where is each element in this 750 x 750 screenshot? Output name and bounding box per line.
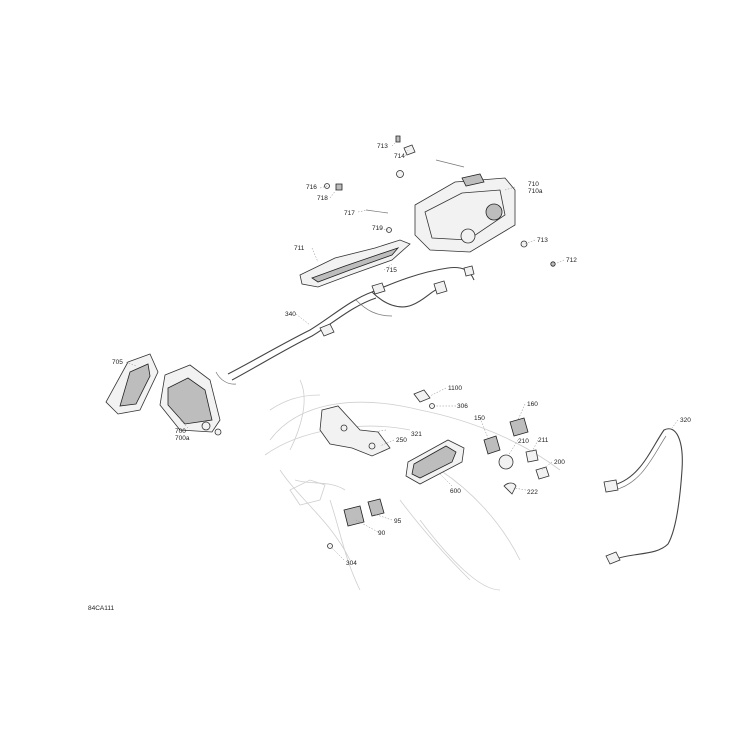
- callout-713-right: 713: [537, 237, 548, 244]
- parts-90-95: [327, 498, 385, 549]
- callout-717: 717: [344, 210, 355, 217]
- callout-150: 150: [474, 415, 485, 422]
- callout-222: 222: [527, 489, 538, 496]
- switches-150-160: [483, 417, 550, 495]
- callout-700a: 700a: [175, 435, 190, 442]
- callout-210: 210: [518, 438, 529, 445]
- callout-715: 715: [386, 267, 397, 274]
- callout-711: 711: [294, 245, 305, 252]
- callout-320: 320: [680, 417, 691, 424]
- callout-labels: 713 714 710 710a 716 718 717 719 713 712…: [112, 143, 691, 567]
- callout-1100: 1100: [448, 385, 462, 392]
- switch-1100: [413, 389, 435, 409]
- callout-306: 306: [457, 403, 468, 410]
- callout-718: 718: [317, 195, 328, 202]
- callout-716: 716: [306, 184, 317, 191]
- bracket-711: [299, 239, 411, 288]
- callout-160: 160: [527, 401, 538, 408]
- callout-250: 250: [396, 437, 407, 444]
- harness-340: [215, 265, 475, 385]
- callout-304: 304: [346, 560, 357, 567]
- mount-250: [319, 405, 391, 457]
- callout-200: 200: [554, 459, 565, 466]
- hardware-top: [324, 135, 556, 267]
- leader-lines: [125, 139, 679, 561]
- callout-700: 700: [175, 428, 186, 435]
- callout-95: 95: [394, 518, 402, 525]
- harness-320: [603, 428, 683, 565]
- callout-714: 714: [394, 153, 405, 160]
- headlight-700: [159, 364, 222, 436]
- callout-600: 600: [450, 488, 461, 495]
- callout-90: 90: [378, 530, 386, 537]
- callout-340: 340: [285, 311, 296, 318]
- callout-321: 321: [411, 431, 422, 438]
- headlight-housing-710: [414, 173, 516, 253]
- callout-719: 719: [372, 225, 383, 232]
- callout-710: 710: [528, 181, 539, 188]
- figure-code: 84CA111: [88, 605, 115, 612]
- ghost-frame: [264, 379, 561, 591]
- callout-705: 705: [112, 359, 123, 366]
- callout-710a: 710a: [528, 188, 543, 195]
- callout-211: 211: [538, 437, 549, 444]
- callout-713-top: 713: [377, 143, 388, 150]
- bracket-705: [105, 353, 159, 415]
- light-600: [405, 439, 465, 485]
- callout-712: 712: [566, 257, 577, 264]
